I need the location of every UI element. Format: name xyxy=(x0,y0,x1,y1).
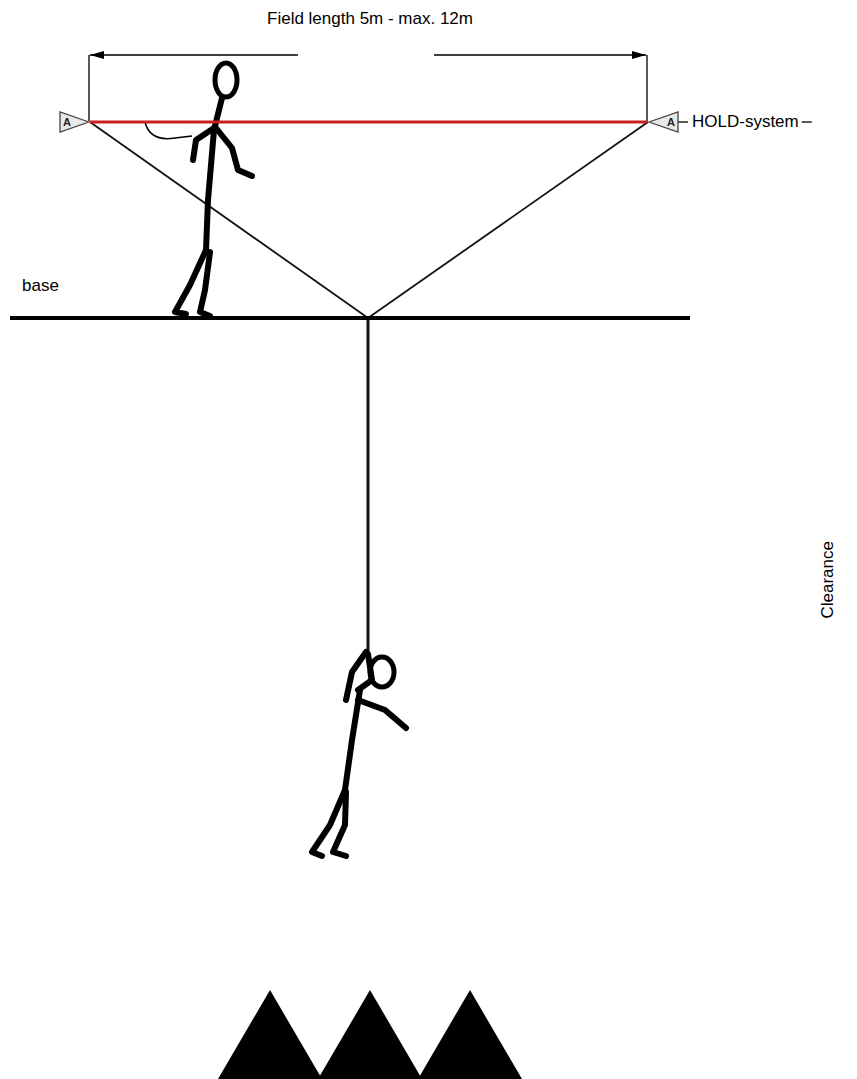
base-line xyxy=(10,316,690,320)
dimension-label: Field length 5m - max. 12m xyxy=(267,9,473,29)
anchor-letter: A xyxy=(63,111,90,133)
standing-person xyxy=(175,63,252,316)
anchor-letter: A xyxy=(648,111,675,133)
dimension-line xyxy=(89,55,647,121)
hazard-spikes xyxy=(218,990,522,1079)
base-label: base xyxy=(22,276,59,296)
anchor-point: A xyxy=(648,111,679,133)
anchor-point: A xyxy=(59,111,90,133)
fallen-person xyxy=(312,652,406,856)
anchor-outline xyxy=(649,112,678,132)
anchor-outline xyxy=(60,112,89,132)
lifeline-rope xyxy=(90,121,648,124)
rope-lines xyxy=(90,122,648,652)
dimension-arrowheads xyxy=(90,51,646,59)
lanyard xyxy=(145,122,192,139)
clearance-label: Clearance xyxy=(818,541,838,619)
system-label: HOLD-system xyxy=(692,112,799,132)
